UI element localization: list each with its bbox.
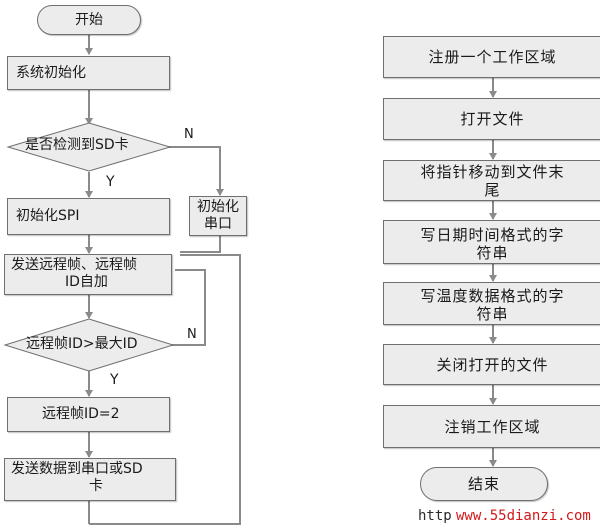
decision-check-sd-shape [6, 122, 172, 172]
write-date-label-2: 符串 [476, 243, 509, 262]
set-id-box: 远程帧ID=2 [7, 397, 170, 432]
open-file-box: 打开文件 [383, 98, 600, 140]
send-frame-box: 发送远程帧、远程帧 ID自加 [4, 254, 172, 295]
init-spi-label: 初始化SPI [16, 208, 80, 224]
start-terminal-label: 开始 [75, 11, 103, 28]
send-data-label-1: 发送数据到串口或SD [11, 461, 143, 477]
end-terminal: 结束 [420, 467, 548, 501]
init-system-label: 系统初始化 [16, 64, 86, 81]
line-serial-back [180, 236, 221, 253]
watermark: http www.55dianzi.com [418, 504, 600, 528]
check-sd-no-label: N [184, 127, 194, 142]
compare-id-yes-label: Y [110, 372, 119, 388]
compare-id-label: 远程帧ID>最大ID [26, 336, 138, 352]
init-system-box: 系统初始化 [7, 56, 170, 90]
write-temp-box: 写温度数据格式的字 符串 [383, 282, 600, 325]
set-id-label: 远程帧ID=2 [42, 406, 120, 422]
register-area-box: 注册一个工作区域 [383, 36, 600, 78]
send-frame-label-1: 发送远程帧、远程帧 [11, 257, 137, 273]
move-pointer-box: 将指针移动到文件末 尾 [383, 160, 600, 201]
end-terminal-label: 结束 [467, 475, 500, 493]
check-sd-label: 是否检测到SD卡 [25, 137, 129, 153]
unregister-area-label: 注销工作区域 [444, 417, 541, 436]
write-temp-label-2: 符串 [476, 305, 509, 323]
compare-id-no-label: N [187, 327, 197, 342]
send-data-label-2: 卡 [89, 478, 103, 494]
unregister-area-box: 注销工作区域 [383, 405, 600, 448]
send-data-box: 发送数据到串口或SD 卡 [4, 458, 176, 501]
write-date-box: 写日期时间格式的字 符串 [383, 220, 600, 264]
start-terminal: 开始 [37, 5, 141, 35]
init-serial-label-2: 串口 [204, 216, 232, 232]
write-temp-label-1: 写温度数据格式的字 [420, 287, 565, 305]
line-compare-no-loop [172, 269, 206, 346]
init-serial-label-1: 初始化 [197, 199, 239, 215]
watermark-url: www.55dianzi.com [456, 508, 591, 524]
watermark-prefix: http [418, 508, 452, 524]
init-spi-box: 初始化SPI [7, 198, 170, 235]
init-serial-box: 初始化 串口 [189, 196, 247, 236]
arrow-check-no-to-serial [168, 146, 224, 196]
open-file-label: 打开文件 [460, 110, 525, 128]
close-file-label: 关闭打开的文件 [436, 355, 549, 374]
check-sd-yes-label: Y [106, 174, 115, 190]
move-pointer-label-1: 将指针移动到文件末 [420, 163, 565, 181]
register-area-label: 注册一个工作区域 [428, 48, 557, 66]
send-frame-label-2: ID自加 [65, 274, 108, 290]
close-file-box: 关闭打开的文件 [383, 344, 600, 385]
line-main-return-loop [89, 254, 241, 525]
write-date-label-1: 写日期时间格式的字 [420, 225, 565, 244]
decision-compare-id-shape [3, 318, 175, 372]
move-pointer-label-2: 尾 [484, 181, 501, 199]
